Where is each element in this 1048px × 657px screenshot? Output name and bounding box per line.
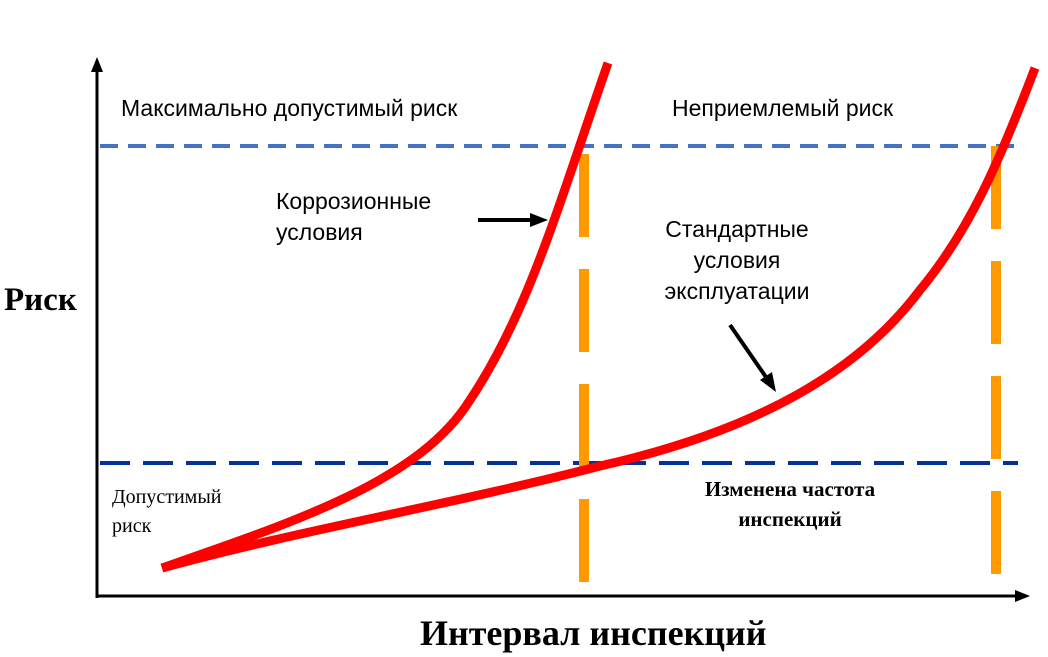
standard-label-line-2: условия [693,247,781,273]
corrosive-label-line-2: условия [276,219,363,245]
changed-label-line-2: инспекций [738,507,842,531]
corrosive-label-line-1: Коррозионные [276,188,432,214]
x-axis-label: Интервал инспекций [420,613,767,653]
standard-conditions-curve [160,66,1040,573]
allowable-risk-label: Допустимый риск [112,483,221,541]
corrosive-pointer-arrow-icon [478,213,548,227]
unacceptable-risk-label: Неприемлемый риск [672,95,894,121]
axes [91,57,1030,602]
max-allowable-risk-label: Максимально допустимый риск [121,95,458,121]
standard-pointer-arrow-icon [728,323,776,392]
y-axis-arrow-icon [91,57,103,72]
allowable-label-line-1: Допустимый [112,486,222,508]
corrosive-conditions-curve [160,61,613,573]
changed-frequency-label: Изменена частота инспекций [650,474,930,534]
x-axis-arrow-icon [1015,590,1030,602]
standard-label-line-1: Стандартные [665,216,809,242]
y-axis-label: Риск [4,282,77,318]
changed-label-line-1: Изменена частота [704,477,876,501]
standard-conditions-label: Стандартные условия эксплуатации [642,214,832,307]
allowable-label-line-2: риск [112,515,152,537]
standard-label-line-3: эксплуатации [664,278,810,304]
corrosive-conditions-label: Коррозионные условия [276,186,431,248]
